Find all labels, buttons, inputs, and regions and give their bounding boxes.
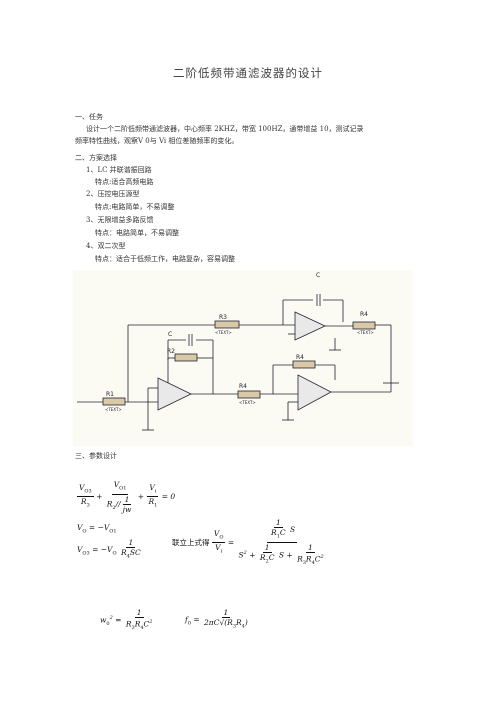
label-r4-bottom: R4 [239,383,247,390]
circuit-schematic: C R3 R4 C R2 R4 R1 R4 <TEXT> <TEXT> <TEX… [73,270,413,446]
label-text-r1: <TEXT> [105,407,122,412]
label-r4-top: R4 [360,311,368,318]
page-title: 二阶低频带通滤波器的设计 [173,66,323,80]
label-r4-mid: R4 [296,354,304,361]
combined-label: 联立上式得 [172,537,210,547]
section-heading-task: 一、任务 [75,113,103,121]
label-r2: R2 [167,348,175,355]
task-line-1: 设计一个二阶低频带通滤波器，中心频率 2KHZ，带宽 100HZ，通带增益 10… [86,125,364,133]
option-3-note: 特点：电路简单，不易调整 [95,229,179,237]
formula-1-zero: 0 [170,491,176,501]
option-3: 3、无限增益多路反馈 [86,216,154,224]
task-line-2: 频率特性曲线，观察V 0与 Vi 相位差随频率的变化。 [75,137,239,145]
option-2-note: 特点:电路简单，不易调整 [95,203,175,211]
label-text-r4-top: <TEXT> [357,330,374,335]
option-2: 2、压控电压源型 [86,190,140,198]
formula-2: VO = −VO1 [77,523,117,535]
option-1: 1、LC 并联谐振回路 [86,166,152,174]
label-c-top: C [316,272,320,279]
circuit-svg: C R3 R4 C R2 R4 R1 R4 <TEXT> <TEXT> <TEX… [77,272,399,431]
option-4: 4、双二次型 [86,242,126,250]
label-text-r4: <TEXT> [239,400,256,405]
section-heading-params: 三、参数设计 [75,452,117,460]
label-text-r3: <TEXT> [215,330,232,335]
option-4-note: 特点：适合于低频工作，电路复杂，容易调整 [95,255,235,263]
label-c-mid: C [168,331,172,338]
label-r1: R1 [106,391,114,398]
section-heading-scheme: 二、方案选择 [75,154,117,162]
label-r3: R3 [219,314,227,321]
option-1-note: 特点:适合高频电路 [95,178,154,186]
